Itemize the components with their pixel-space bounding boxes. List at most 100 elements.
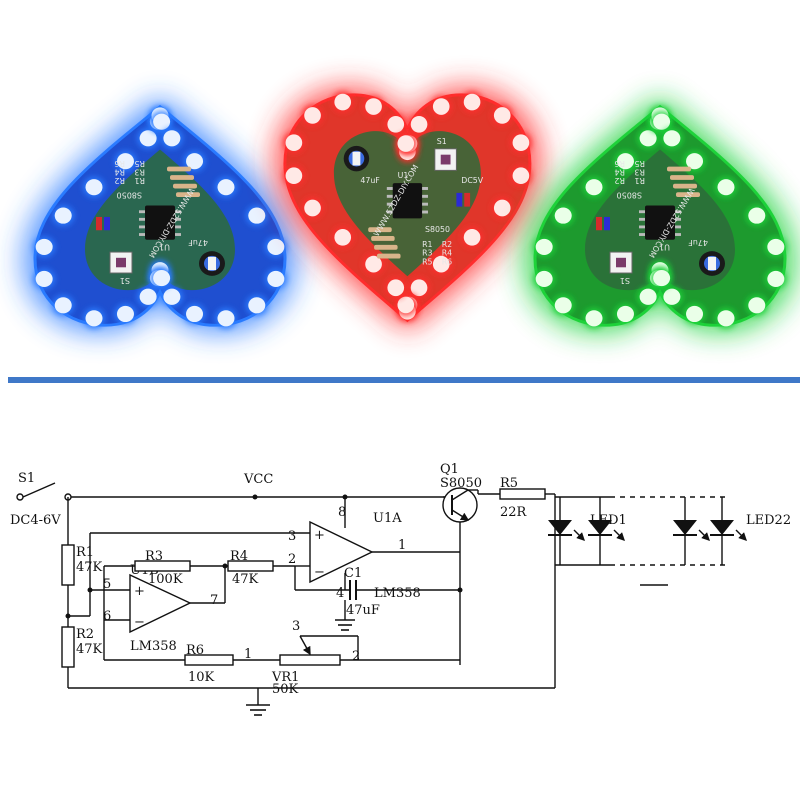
led-dot	[304, 199, 321, 217]
led-dot	[554, 297, 572, 314]
vcc-label: VCC	[243, 472, 273, 487]
silk-resistor: R3	[422, 249, 432, 258]
heart-board-green: WWW.52DZ-DIY.COMS805047uFS1U1R1R2R3R4R5R…	[524, 96, 795, 333]
silk-resistor: R4	[114, 168, 125, 177]
heart-board-blue: WWW.52DZ-DIY.COMS805047uFS1U1R1R2R3R4R5R…	[24, 96, 295, 333]
led-dot	[248, 297, 266, 314]
led-dot	[267, 270, 285, 287]
resistor-part	[667, 166, 691, 172]
silk-dc: DC5V	[461, 176, 483, 185]
u1a-part: LM358	[374, 586, 421, 601]
led-dot	[304, 107, 321, 124]
led-dot	[35, 270, 53, 287]
silk-resistor: R3	[634, 168, 645, 177]
led-dot	[85, 310, 103, 327]
led-dot	[767, 270, 785, 287]
led-dot	[653, 270, 671, 287]
led-dot	[639, 288, 657, 305]
led-dot	[186, 305, 204, 323]
svg-text:−: −	[134, 615, 145, 630]
led-dot	[585, 179, 603, 196]
r5-value: 22R	[500, 505, 528, 520]
silk-resistor: R6	[114, 159, 125, 168]
transistor-q1	[442, 487, 478, 523]
silk-transistor: S8050	[425, 225, 450, 234]
led-dot	[432, 255, 450, 273]
s1-label: S1	[18, 471, 35, 486]
circuit-schematic: S1 DC4-6V VCC R1 47K R2 47K 3 5 +	[10, 462, 791, 716]
led-dot	[116, 305, 134, 323]
led-dot	[535, 238, 553, 255]
led-dot	[54, 297, 72, 314]
silk-resistor: R1	[134, 176, 145, 185]
r3-label: R3	[145, 549, 163, 564]
led-dot	[717, 179, 735, 196]
resistor-part	[374, 244, 398, 250]
u1b-pin7: 7	[210, 593, 218, 608]
vr1-pin1: 1	[244, 647, 252, 662]
heart-boards-photo: WWW.52DZ-DIY.COMS805047uFS1U1R1R2R3R4R5R…	[24, 87, 795, 333]
led-dot	[163, 130, 181, 147]
led-dot	[463, 93, 481, 111]
ic-chip	[145, 205, 175, 240]
ic-chip	[645, 205, 675, 240]
led-dot	[285, 134, 303, 152]
silk-resistor: R5	[634, 159, 645, 168]
led-dot	[334, 229, 352, 246]
r3-value: 100K	[148, 572, 183, 587]
silk-resistor: R6	[442, 257, 452, 266]
silk-resistor: R4	[614, 168, 625, 177]
switch-s1: S1 DC4-6V	[10, 471, 72, 528]
led-dot	[493, 107, 511, 124]
resistor-part	[368, 227, 392, 233]
led-dot	[163, 288, 181, 305]
led-dot	[248, 207, 266, 224]
resistor-part	[167, 166, 191, 172]
u1a-pin2: 2	[288, 552, 296, 567]
q1-label: Q1	[440, 462, 459, 477]
led-dot	[387, 115, 405, 133]
resistor-part	[173, 183, 197, 189]
r4-label: R4	[230, 549, 248, 564]
opamp-u1b: + −	[129, 573, 192, 634]
led-dot	[432, 98, 450, 115]
vr1-label: VR1	[271, 670, 299, 685]
led-dot	[463, 229, 481, 246]
r6-label: R6	[186, 643, 204, 658]
led-dot	[410, 279, 428, 297]
potentiometer-vr1	[279, 654, 341, 666]
u1a-label: U1A	[373, 511, 402, 526]
led-dot	[410, 115, 428, 133]
led-dot	[186, 153, 204, 170]
resistor-part	[673, 183, 697, 189]
resistor-part	[670, 175, 694, 180]
section-divider	[8, 377, 800, 383]
silk-transistor: S8050	[617, 190, 642, 199]
led-dot	[554, 207, 572, 224]
u1a-pin1: 1	[398, 538, 406, 553]
vr1-pin3: 3	[292, 619, 300, 634]
dc-supply-label: DC4-6V	[10, 513, 61, 528]
silk-switch: S1	[120, 276, 130, 285]
silk-ic: U1	[159, 243, 170, 252]
silk-capacitor: 47uF	[188, 238, 208, 247]
u1a-pin8: 8	[338, 505, 346, 520]
led-dot	[365, 98, 382, 115]
silk-capacitor: 47uF	[360, 176, 380, 185]
led-dot	[717, 310, 735, 327]
r6-value: 10K	[188, 670, 215, 685]
led-dot	[639, 130, 657, 147]
led1-label: LED1	[590, 513, 627, 528]
r2-value: 47K	[76, 642, 103, 657]
silk-switch: S1	[437, 137, 447, 146]
led-dot	[535, 270, 553, 287]
led-dot	[334, 93, 352, 111]
led-dot	[54, 207, 72, 224]
silk-resistor: R1	[422, 240, 432, 249]
resistor-part	[170, 175, 194, 180]
led-dot	[139, 130, 157, 147]
silk-resistor: R5	[134, 159, 145, 168]
led-dot	[285, 167, 303, 185]
silk-resistor: R2	[442, 240, 452, 249]
